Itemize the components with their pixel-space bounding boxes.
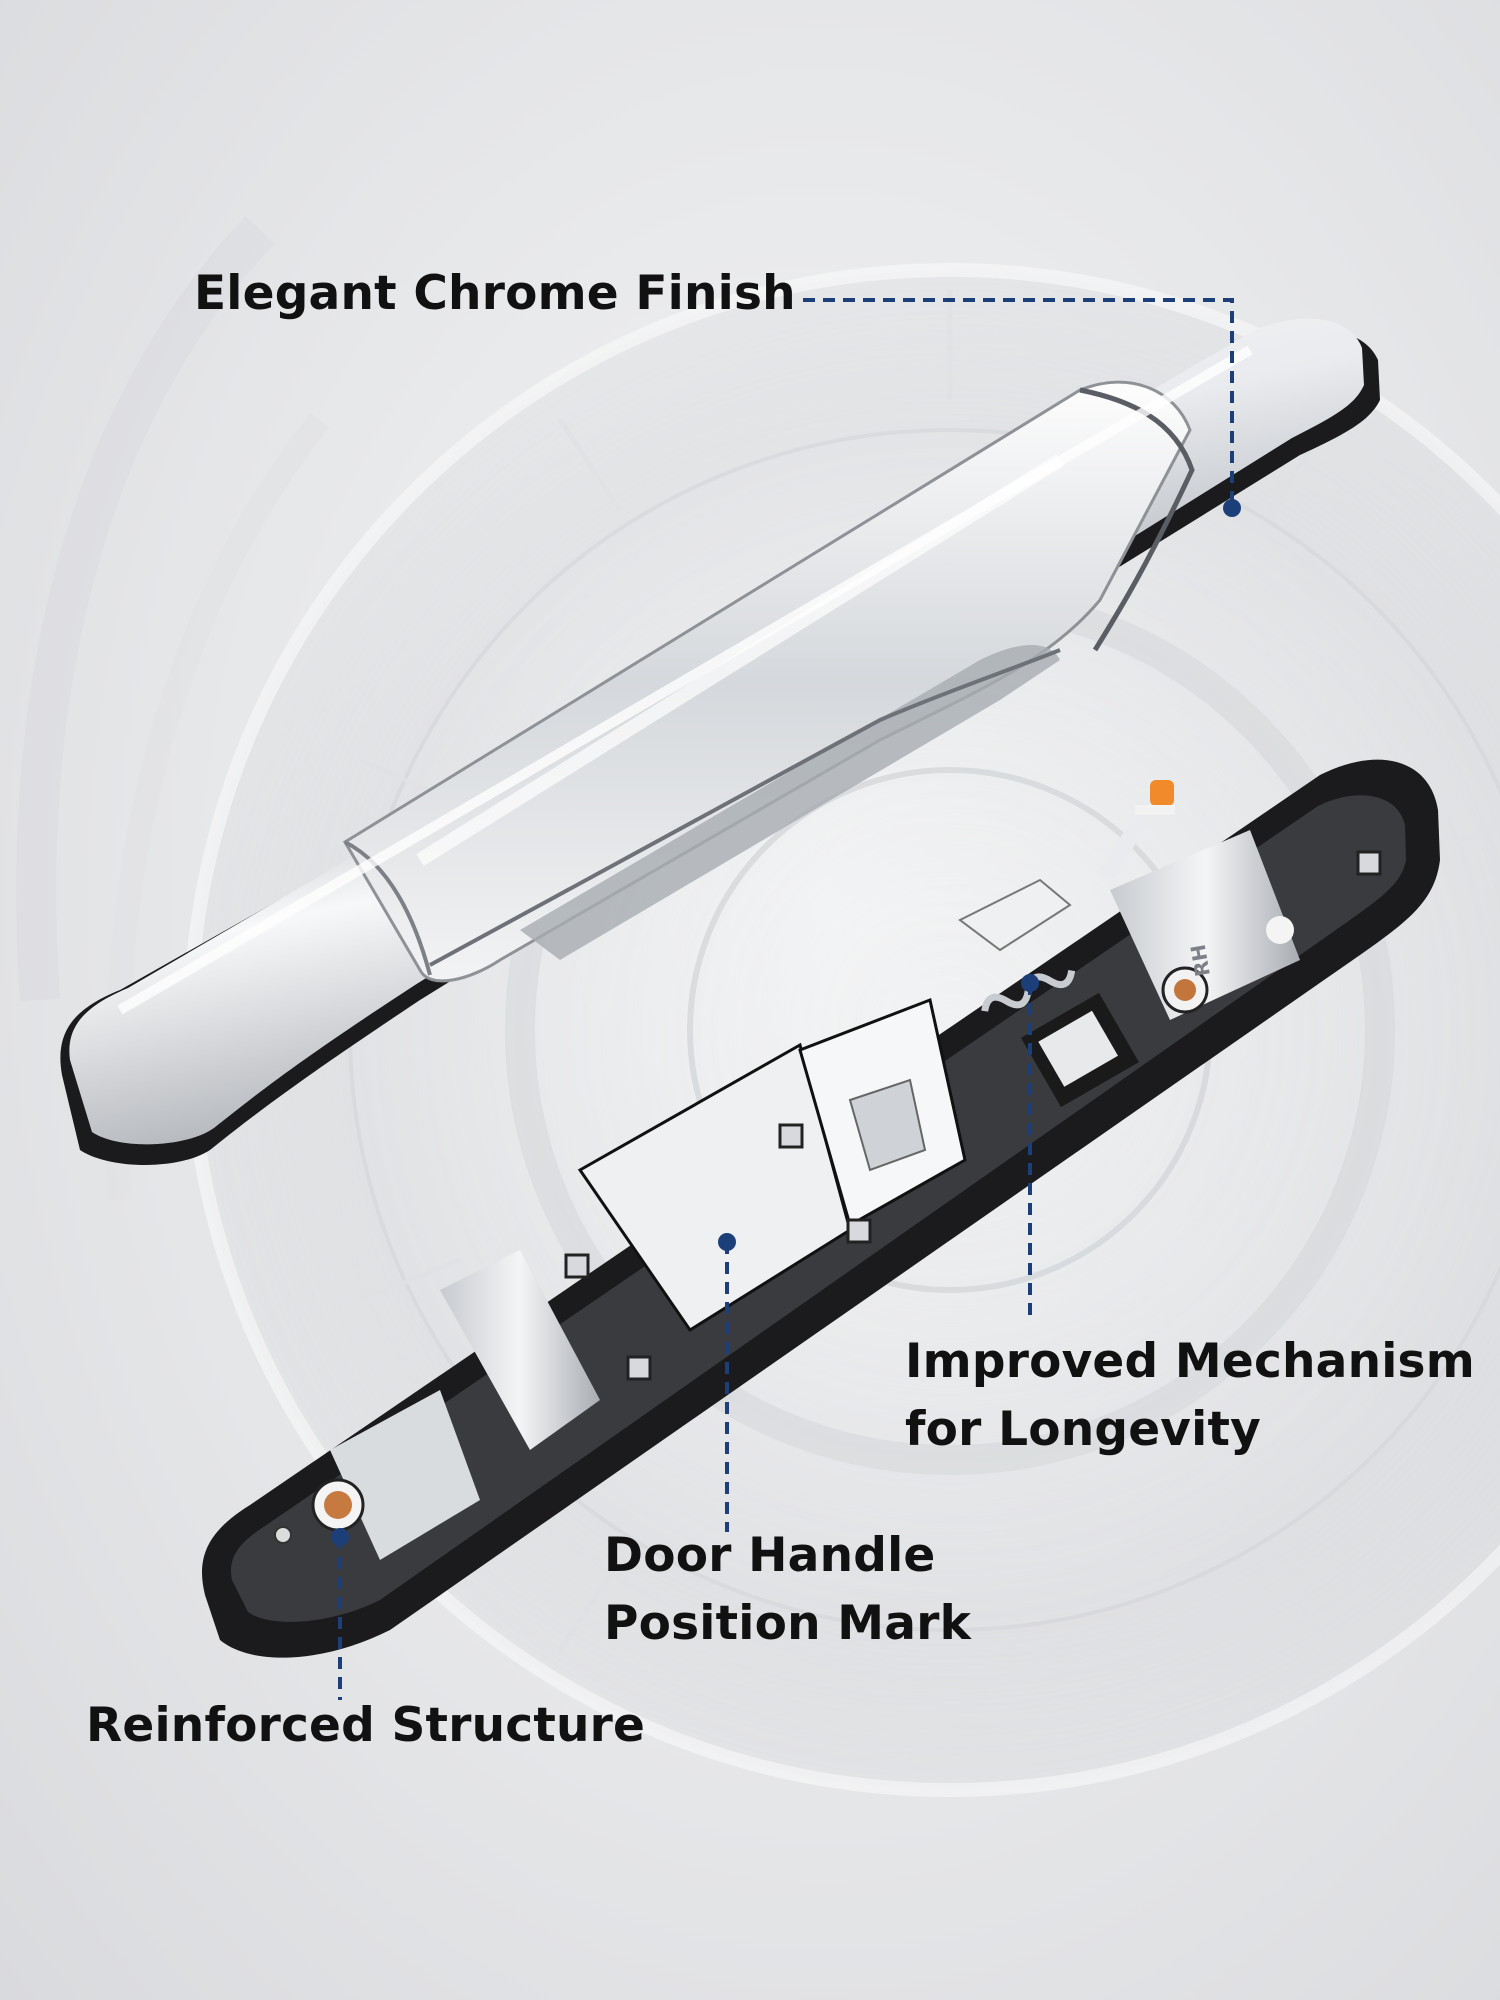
chrome-handle: [60, 318, 1380, 1166]
callout-chrome-finish: Elegant Chrome Finish: [194, 260, 796, 328]
callout-reinforced-structure: Reinforced Structure: [86, 1692, 645, 1760]
dot-mechanism: [1021, 974, 1039, 992]
callout-position-mark-line2: Position Mark: [604, 1596, 972, 1651]
leader-lines: [338, 298, 1234, 1700]
rh-stamp: RH: [1186, 942, 1215, 978]
dot-chrome-finish: [1223, 499, 1241, 517]
dot-reinforced-structure: [331, 1528, 349, 1546]
callout-mechanism: Improved Mechanism for Longevity: [905, 1328, 1475, 1464]
callout-mechanism-line1: Improved Mechanism: [905, 1334, 1475, 1389]
dot-position-mark: [718, 1233, 736, 1251]
leader-chrome-finish: [803, 298, 1234, 508]
callout-position-mark: Door Handle Position Mark: [604, 1522, 971, 1658]
handle-inner-assembly: RH: [202, 759, 1440, 1658]
leader-dots: [331, 499, 1241, 1546]
callout-position-mark-line1: Door Handle: [604, 1528, 936, 1583]
callout-mechanism-line2: for Longevity: [905, 1402, 1261, 1457]
callout-reinforced-structure-text: Reinforced Structure: [86, 1698, 646, 1753]
callout-chrome-finish-text: Elegant Chrome Finish: [194, 266, 796, 321]
